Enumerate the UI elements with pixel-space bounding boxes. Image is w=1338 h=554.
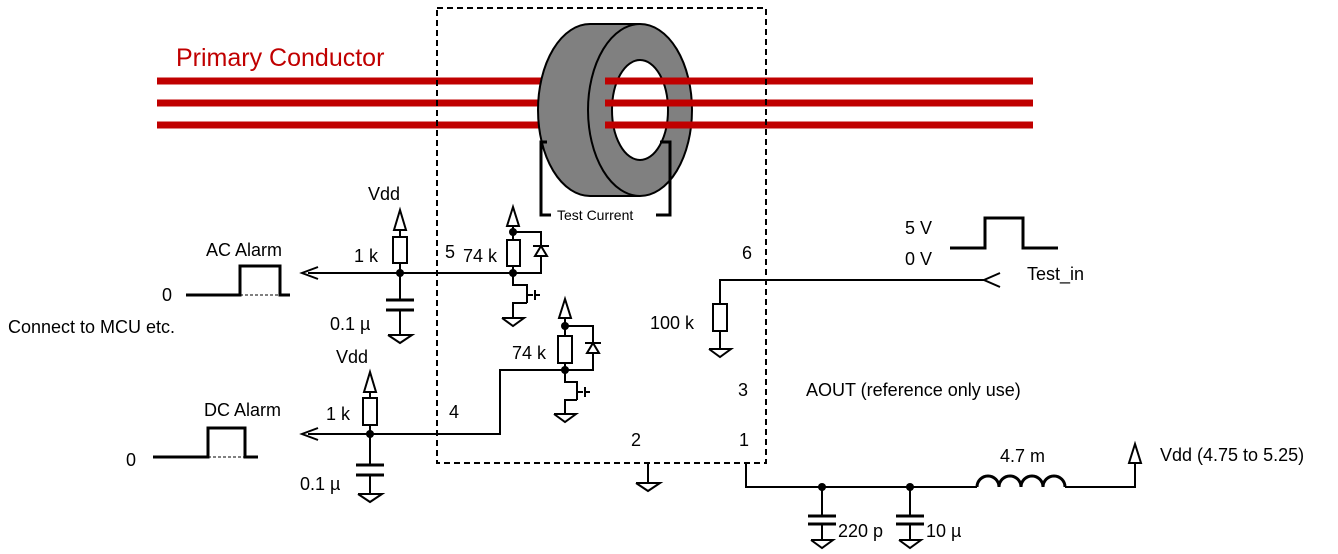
- internal-vdd-ac-icon: [505, 203, 521, 227]
- dc-alarm-line: [308, 369, 565, 435]
- ground-icon: [387, 334, 416, 345]
- r-dc-label: 1 k: [326, 404, 351, 424]
- ground-icon: [708, 348, 735, 359]
- test-current-loop: [539, 140, 672, 217]
- transistor-ac: [512, 273, 533, 296]
- test-in-arrow-icon: [981, 272, 1001, 288]
- ground-icon: [357, 493, 386, 504]
- ac-arrow-icon: [299, 266, 319, 280]
- ct-core: [537, 23, 693, 197]
- test-pulse-waveform: [950, 216, 1058, 250]
- vdd-ac-label: Vdd: [368, 184, 400, 204]
- r74-1-label: 74 k: [463, 246, 498, 266]
- pin2-label: 2: [631, 430, 641, 450]
- primary-conductor-front: [605, 77, 1033, 129]
- c10-label: 10 µ: [926, 521, 961, 541]
- inductor-label: 4.7 m: [1000, 446, 1045, 466]
- r100k-label: 100 k: [650, 313, 695, 333]
- vdd-dc-arrow-icon: [362, 368, 378, 393]
- pin5-label: 5: [445, 242, 455, 262]
- vdd-dc-label: Vdd: [336, 347, 368, 367]
- r-ac-label: 1 k: [354, 246, 379, 266]
- test-in-line: [719, 279, 984, 304]
- primary-conductor: [157, 77, 560, 129]
- inductor-4-7m: [975, 474, 1067, 488]
- dc-alarm-label: DC Alarm: [204, 400, 281, 420]
- resistor-1k-ac: [392, 236, 408, 264]
- zero-ac-label: 0: [162, 285, 172, 305]
- ground-icon: [635, 482, 664, 493]
- resistor-100k: [712, 303, 728, 332]
- pin3-label: 3: [738, 380, 748, 400]
- aout-label: AOUT (reference only use): [806, 380, 1021, 400]
- ac-alarm-label: AC Alarm: [206, 240, 282, 260]
- pin1-label: 1: [739, 430, 749, 450]
- vdd-supply-arrow-icon: [1127, 440, 1143, 464]
- ac-pulse-waveform: [186, 264, 290, 297]
- ground-icon: [810, 539, 837, 550]
- v0-label: 0 V: [905, 249, 932, 269]
- vdd-range-label: Vdd (4.75 to 5.25): [1160, 445, 1304, 465]
- supply-line: [745, 463, 977, 488]
- vdd-ac-arrow-icon: [392, 206, 408, 231]
- v5-label: 5 V: [905, 218, 932, 238]
- c220-label: 220 p: [838, 521, 883, 541]
- resistor-74k-dc: [557, 335, 573, 364]
- ground-icon: [501, 317, 528, 328]
- resistor-1k-dc: [362, 397, 378, 426]
- sensor-module-boundary: [436, 7, 767, 464]
- diode-dc: [585, 341, 601, 354]
- diode-ac: [533, 244, 549, 257]
- internal-vdd-dc-icon: [557, 295, 573, 319]
- resistor-74k-ac: [506, 239, 521, 267]
- dc-pulse-waveform: [153, 426, 258, 459]
- test-current-label: Test Current: [557, 207, 633, 223]
- r74-2-label: 74 k: [512, 343, 547, 363]
- connect-mcu-label: Connect to MCU etc.: [8, 317, 175, 337]
- ground-icon: [898, 539, 925, 550]
- zero-dc-label: 0: [126, 450, 136, 470]
- c-dc-label: 0.1 µ: [300, 474, 340, 494]
- primary-conductor-title: Primary Conductor: [176, 44, 384, 72]
- test-in-label: Test_in: [1027, 264, 1084, 285]
- ground-icon: [553, 413, 580, 424]
- transistor-dc: [564, 370, 583, 393]
- pin6-label: 6: [742, 243, 752, 263]
- dc-arrow-icon: [299, 427, 319, 441]
- pin4-label: 4: [449, 402, 459, 422]
- c-ac-label: 0.1 µ: [330, 314, 370, 334]
